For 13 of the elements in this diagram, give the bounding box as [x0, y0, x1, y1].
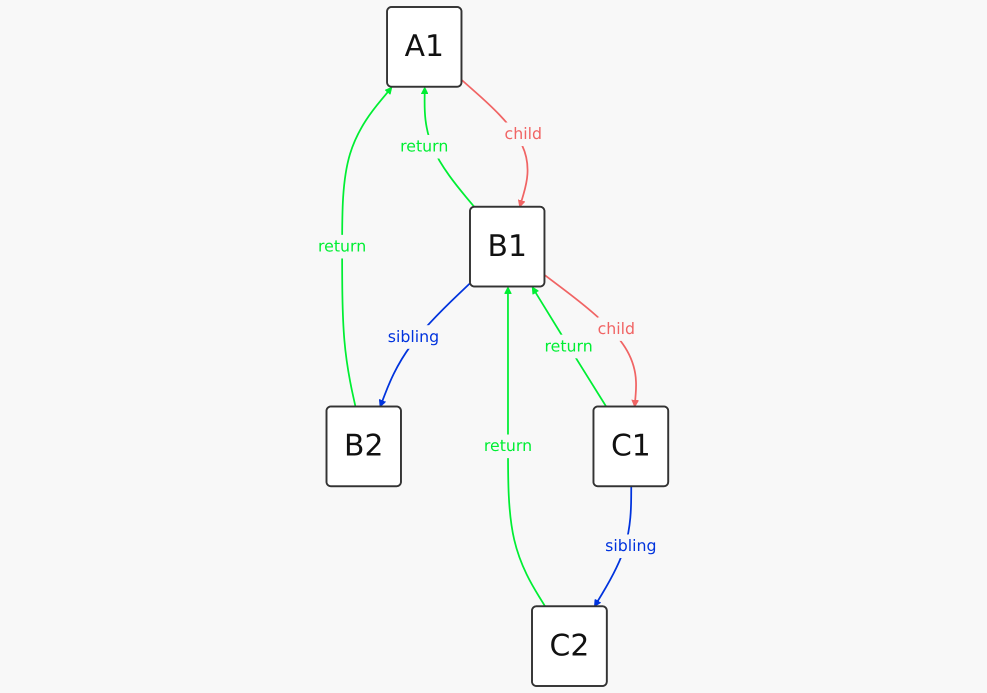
- edge-label: return: [484, 437, 532, 456]
- edge-label: child: [598, 320, 636, 338]
- edge-label: child: [504, 125, 542, 144]
- arrow: [544, 274, 640, 408]
- edge-label: sibling: [606, 537, 657, 556]
- arrow: [379, 282, 472, 408]
- edge-label: return: [318, 237, 367, 256]
- edge-label: return: [400, 138, 449, 156]
- edge-label: sibling: [388, 328, 440, 346]
- arrow: [342, 86, 393, 408]
- arrow: [504, 286, 546, 608]
- arrow: [532, 286, 608, 408]
- edge-label: return: [544, 337, 594, 356]
